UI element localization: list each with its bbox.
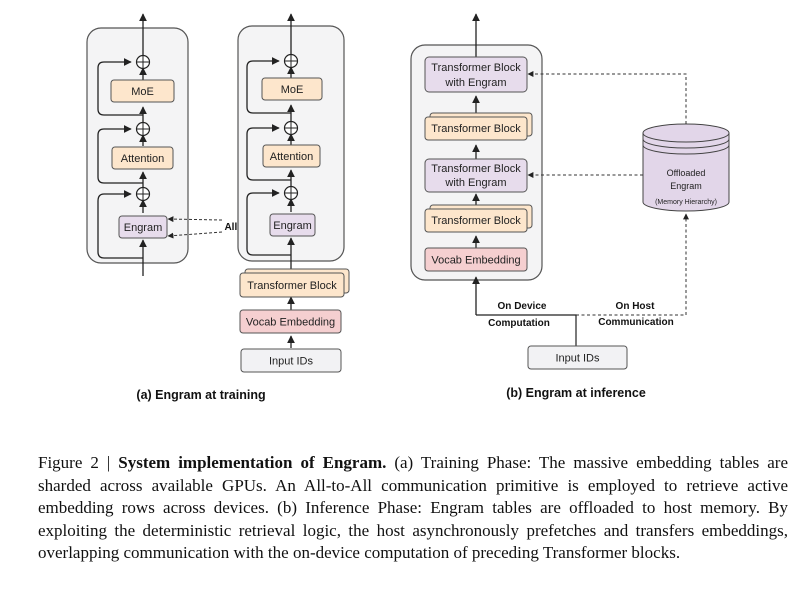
on-host-label-1: On Host [616,301,656,312]
add-node-icon [135,186,151,202]
tb-upper-label: Transformer Block [431,123,521,135]
inference-vocab-embedding-label: Vocab Embedding [431,255,520,267]
storage-line3: (Memory Hierarchy) [655,199,717,206]
left-attention-label: Attention [121,153,164,165]
left-moe-block: MoE [110,79,175,103]
right-moe-block: MoE [261,77,323,101]
figure-body: (a) Training Phase: The massive embeddin… [38,453,788,562]
on-host-label-2: Communication [598,317,674,328]
figure-caption: Figure 2 | System implementation of Engr… [38,452,788,565]
training-left-stack: MoE Attention Engram [86,13,189,276]
left-attention-block: Attention [111,146,174,170]
training-input-ids-label: Input IDs [269,356,314,368]
right-engram-label: Engram [273,220,312,232]
tb-engram-mid-line2: with Engram [444,177,506,189]
inference-input-ids-block: Input IDs [527,345,628,370]
inference-vocab-embedding: Vocab Embedding [424,247,528,272]
tb-engram-top-line1: Transformer Block [431,62,521,74]
storage-line1: Offloaded [667,168,706,178]
right-attention-block: Attention [262,144,321,168]
tb-lower-label: Transformer Block [431,215,521,227]
left-moe-label: MoE [131,86,154,98]
device-request-path [476,314,577,346]
inference-tb-engram-top: Transformer Block with Engram [424,56,528,93]
right-engram-block: Engram [269,213,316,237]
host-request-path [576,213,689,316]
tb-engram-top-line2: with Engram [444,77,506,89]
inference-tb-upper: Transformer Block [424,112,533,141]
right-moe-label: MoE [281,84,304,96]
training-vocab-embedding-block: Vocab Embedding [239,309,342,334]
inference-tb-lower: Transformer Block [424,204,533,233]
inference-tb-engram-mid: Transformer Block with Engram [424,158,528,193]
left-engram-label: Engram [124,222,163,234]
training-input-ids-block: Input IDs [240,348,342,373]
add-node-icon [283,53,299,69]
figure-title: System implementation of Engram. [118,453,387,472]
on-device-label-2: Computation [488,318,550,329]
panel-b-caption: (b) Engram at inference [506,386,646,400]
offloaded-engram-storage-icon: Offloaded Engram [642,123,730,212]
figure-label: Figure 2 | [38,453,119,472]
prefetch-path-top [527,71,687,124]
inference-input-ids-label: Input IDs [555,353,600,365]
training-vocab-embedding-label: Vocab Embedding [246,317,335,329]
add-node-icon [135,121,151,137]
tb-engram-mid-line1: Transformer Block [431,163,521,175]
storage-line2: Engram [670,181,702,191]
add-node-icon [283,120,299,136]
panel-a-caption: (a) Engram at training [136,388,265,402]
engram-system-diagram: MoE Attention Engram All2All [86,13,730,402]
right-attention-label: Attention [270,151,313,163]
training-right-stack: MoE Attention Engram Transformer Block V… [237,13,350,373]
on-device-label-1: On Device [498,301,547,312]
add-node-icon [283,185,299,201]
training-transformer-block: Transformer Block [239,268,350,298]
left-engram-block: Engram [118,215,168,239]
add-node-icon [135,54,151,70]
inference-panel: Transformer Block with Engram Transforme… [410,13,730,370]
training-transformer-label: Transformer Block [247,280,337,292]
